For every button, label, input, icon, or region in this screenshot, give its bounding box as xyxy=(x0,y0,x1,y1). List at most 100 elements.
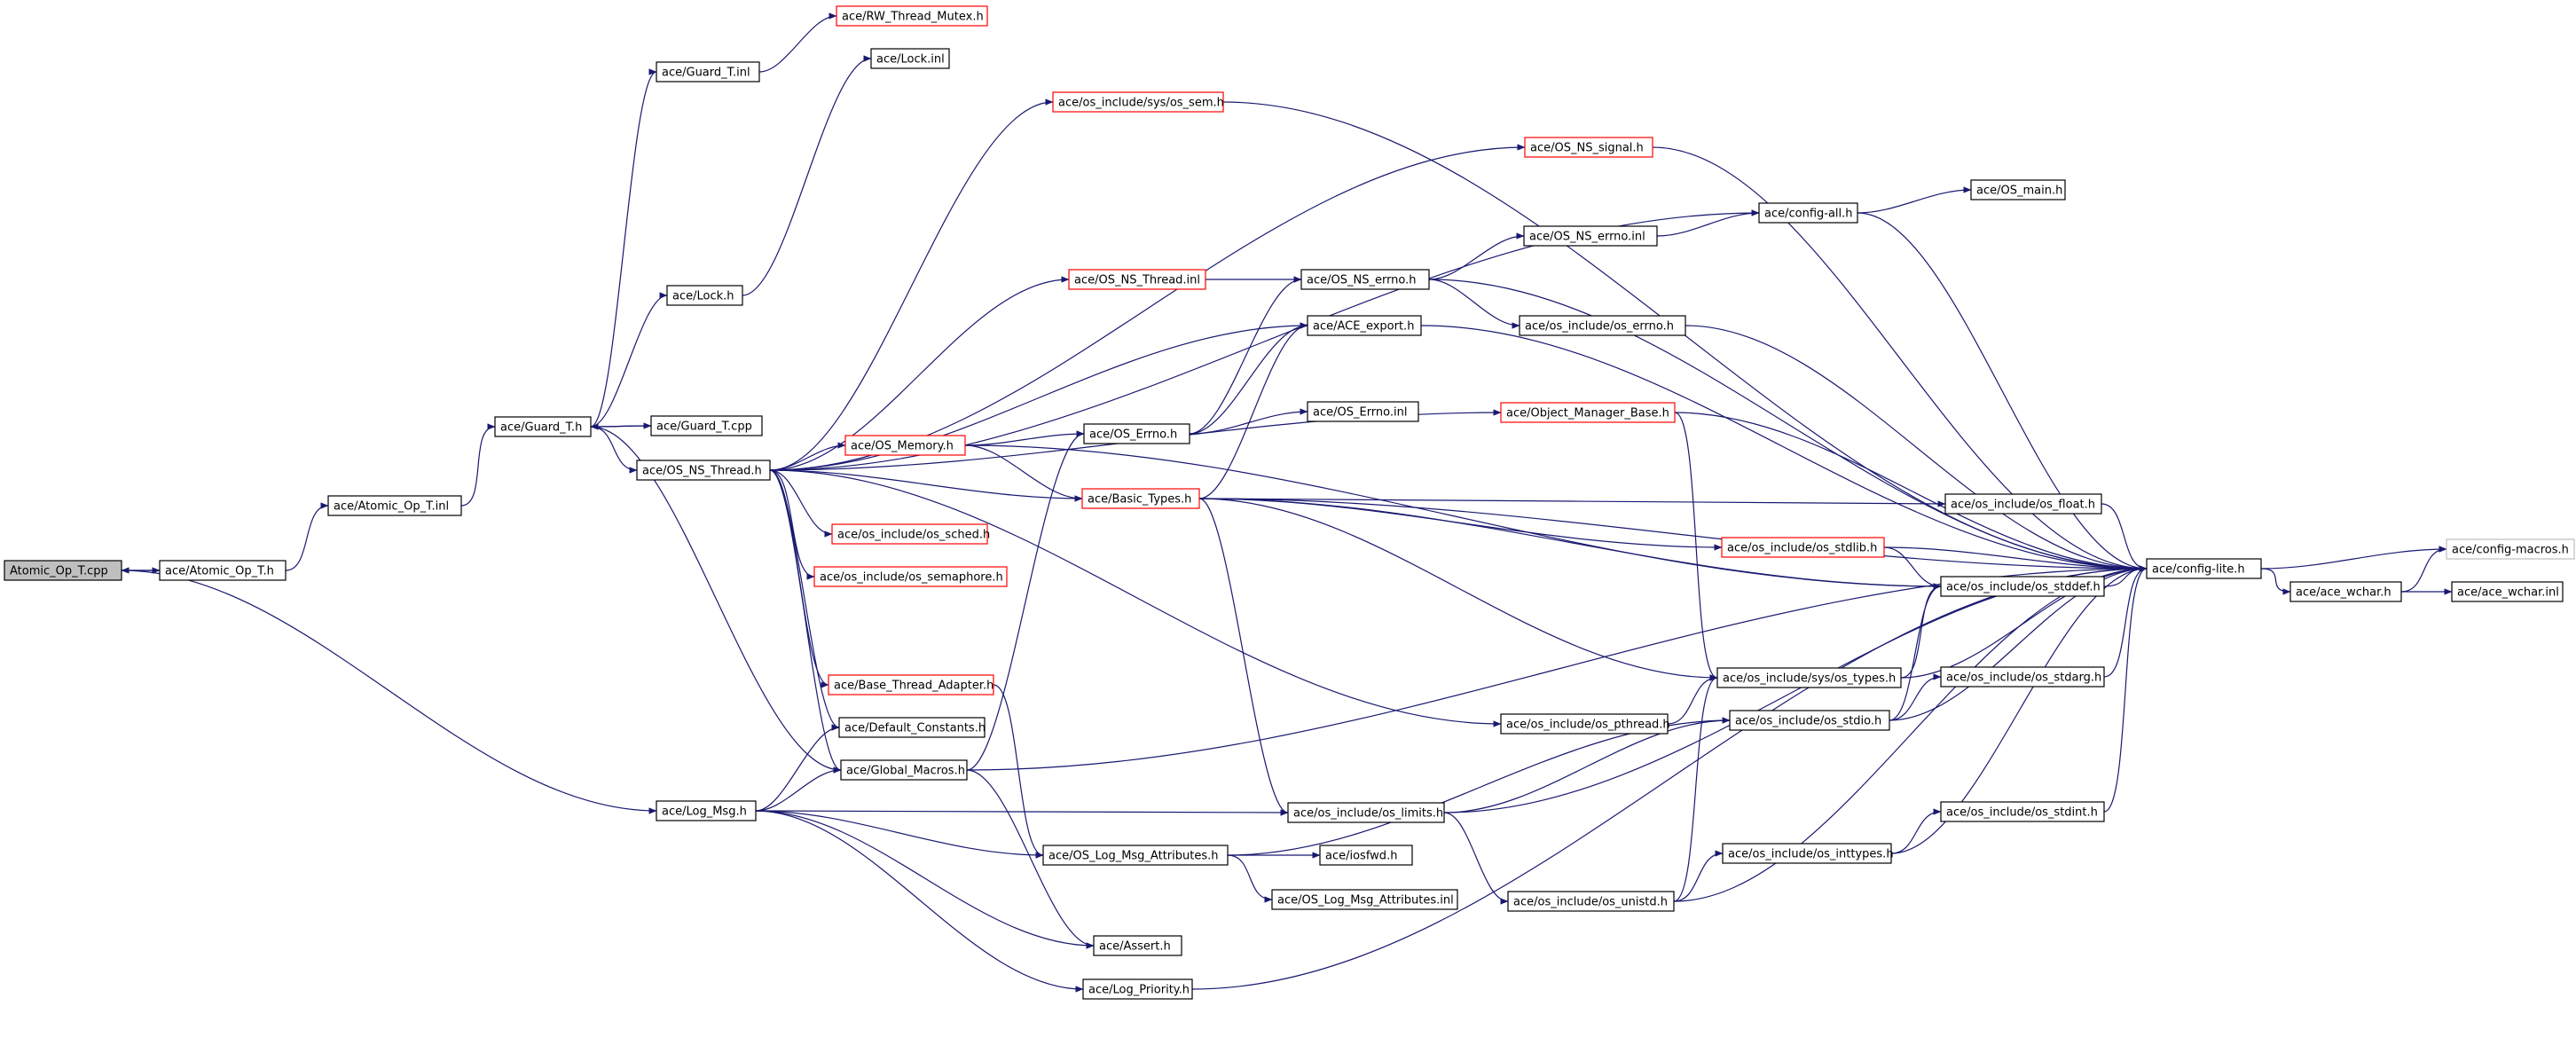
file-node-box[interactable] xyxy=(1307,315,1422,336)
file-node-box[interactable] xyxy=(1307,401,1419,422)
file-node-box[interactable] xyxy=(1507,891,1675,912)
file-node-box[interactable] xyxy=(656,61,760,83)
file-node-box[interactable] xyxy=(1500,402,1676,423)
file-node-box[interactable] xyxy=(2446,538,2575,560)
file-node[interactable]: ace/ace_wchar.h xyxy=(2289,581,2402,602)
file-node-box[interactable] xyxy=(159,560,287,581)
file-node[interactable]: ace/os_include/os_stdio.h xyxy=(1729,710,1890,731)
file-node[interactable]: ace/OS_Memory.h xyxy=(844,435,966,456)
file-node-box[interactable] xyxy=(494,416,592,437)
file-node-box[interactable] xyxy=(1729,710,1890,731)
file-node-box[interactable] xyxy=(1758,202,1858,224)
file-node-box[interactable] xyxy=(1944,493,2102,515)
file-node[interactable]: ace/Atomic_Op_T.inl xyxy=(327,495,462,516)
file-node[interactable]: ace/config-lite.h xyxy=(2146,558,2262,579)
file-node[interactable]: ace/os_include/os_limits.h xyxy=(1287,802,1445,823)
file-node[interactable]: ace/os_include/os_float.h xyxy=(1944,493,2102,515)
file-node[interactable]: ace/Log_Priority.h xyxy=(1082,978,1193,1000)
file-node[interactable]: ace/OS_Errno.h xyxy=(1083,423,1190,444)
file-node-box[interactable] xyxy=(1940,576,2105,597)
file-node[interactable]: ace/Atomic_Op_T.h xyxy=(159,560,287,581)
file-node[interactable]: ace/iosfwd.h xyxy=(1319,845,1413,866)
file-node[interactable]: ace/RW_Thread_Mutex.h xyxy=(836,5,988,27)
file-node-box[interactable] xyxy=(656,800,757,821)
file-node[interactable]: ace/os_include/os_stdlib.h xyxy=(1721,537,1885,558)
file-node-box[interactable] xyxy=(2146,558,2262,579)
file-node[interactable]: ace/Log_Msg.h xyxy=(656,800,757,821)
file-node-box[interactable] xyxy=(1042,845,1229,866)
file-node[interactable]: ace/Guard_T.h xyxy=(494,416,592,437)
file-node-box[interactable] xyxy=(1287,802,1445,823)
file-node[interactable]: ace/os_include/os_sched.h xyxy=(831,523,990,545)
file-node[interactable]: ace/Assert.h xyxy=(1093,935,1182,956)
file-node[interactable]: ace/os_include/os_stdarg.h xyxy=(1940,666,2105,688)
file-node-box[interactable] xyxy=(327,495,462,516)
file-node[interactable]: ace/Base_Thread_Adapter.h xyxy=(828,674,994,695)
file-node-box[interactable] xyxy=(870,48,950,69)
file-node[interactable]: ace/OS_Log_Msg_Attributes.inl xyxy=(1271,889,1458,910)
file-node-box[interactable] xyxy=(831,523,988,545)
file-node[interactable]: ace/config-all.h xyxy=(1758,202,1858,224)
file-node-box[interactable] xyxy=(636,460,771,481)
file-node[interactable]: ace/OS_NS_errno.inl xyxy=(1523,225,1658,247)
file-node[interactable]: ace/OS_Errno.inl xyxy=(1307,401,1419,422)
file-node[interactable]: ace/Guard_T.inl xyxy=(656,61,760,83)
file-node[interactable]: ace/os_include/os_inttypes.h xyxy=(1722,843,1894,864)
file-node-box[interactable] xyxy=(1082,978,1193,1000)
file-node-box[interactable] xyxy=(650,415,763,436)
file-node[interactable]: ace/os_include/os_semaphore.h xyxy=(813,566,1008,587)
file-node-box[interactable] xyxy=(1052,91,1224,113)
file-node[interactable]: ace/OS_NS_signal.h xyxy=(1524,137,1653,158)
file-node[interactable]: ace/OS_main.h xyxy=(1970,179,2066,200)
file-node-box[interactable] xyxy=(838,717,986,738)
file-node-box[interactable] xyxy=(1300,269,1430,290)
file-node-box[interactable] xyxy=(1523,225,1658,247)
file-node-box[interactable] xyxy=(1940,801,2105,822)
file-node[interactable]: ace/OS_NS_errno.h xyxy=(1300,269,1430,290)
file-node[interactable]: ace/Lock.inl xyxy=(870,48,950,69)
file-node-box[interactable] xyxy=(4,560,122,581)
file-node[interactable]: ace/Guard_T.cpp xyxy=(650,415,763,436)
file-node-box[interactable] xyxy=(828,674,994,695)
file-node-box[interactable] xyxy=(1970,179,2066,200)
file-node-box[interactable] xyxy=(2289,581,2402,602)
file-node-box[interactable] xyxy=(2451,581,2564,602)
file-node-box[interactable] xyxy=(840,759,968,781)
file-node-box[interactable] xyxy=(1940,666,2105,688)
file-node[interactable]: ace/Lock.h xyxy=(666,285,743,306)
file-node-box[interactable] xyxy=(1721,537,1885,558)
file-node-box[interactable] xyxy=(1524,137,1653,158)
file-node[interactable]: ace/OS_NS_Thread.inl xyxy=(1068,269,1206,290)
file-node[interactable]: ace/Object_Manager_Base.h xyxy=(1500,402,1676,423)
file-node[interactable]: ace/Basic_Types.h xyxy=(1081,488,1200,509)
file-node[interactable]: ace/os_include/os_pthread.h xyxy=(1500,713,1670,735)
file-node[interactable]: ace/ace_wchar.inl xyxy=(2451,581,2564,602)
file-node-box[interactable] xyxy=(1716,667,1902,688)
file-node-box[interactable] xyxy=(1722,843,1892,864)
file-node[interactable]: ace/config-macros.h xyxy=(2446,538,2575,560)
file-node-box[interactable] xyxy=(844,435,966,456)
file-node[interactable]: ace/OS_Log_Msg_Attributes.h xyxy=(1042,845,1229,866)
file-node[interactable]: ace/ACE_export.h xyxy=(1307,315,1422,336)
file-node-box[interactable] xyxy=(666,285,743,306)
file-node-box[interactable] xyxy=(1083,423,1190,444)
file-node-box[interactable] xyxy=(1519,315,1686,336)
file-node[interactable]: Atomic_Op_T.cpp xyxy=(4,560,122,581)
file-node-box[interactable] xyxy=(1068,269,1206,290)
file-node[interactable]: ace/os_include/os_unistd.h xyxy=(1507,891,1675,912)
file-node[interactable]: ace/Default_Constants.h xyxy=(838,717,986,738)
file-node[interactable]: ace/os_include/os_stdint.h xyxy=(1940,801,2105,822)
file-node-box[interactable] xyxy=(1093,935,1182,956)
file-node-box[interactable] xyxy=(1500,713,1669,735)
file-node-box[interactable] xyxy=(813,566,1008,587)
file-node[interactable]: ace/OS_NS_Thread.h xyxy=(636,460,771,481)
file-node[interactable]: ace/os_include/os_stddef.h xyxy=(1940,576,2105,597)
file-node[interactable]: ace/os_include/sys/os_sem.h xyxy=(1052,91,1224,113)
file-node[interactable]: ace/os_include/os_errno.h xyxy=(1519,315,1686,336)
file-node-box[interactable] xyxy=(1319,845,1413,866)
file-node[interactable]: ace/Global_Macros.h xyxy=(840,759,968,781)
file-node-box[interactable] xyxy=(1081,488,1200,509)
file-node-box[interactable] xyxy=(1271,889,1458,910)
file-node-box[interactable] xyxy=(836,5,988,27)
file-node[interactable]: ace/os_include/sys/os_types.h xyxy=(1716,667,1902,688)
